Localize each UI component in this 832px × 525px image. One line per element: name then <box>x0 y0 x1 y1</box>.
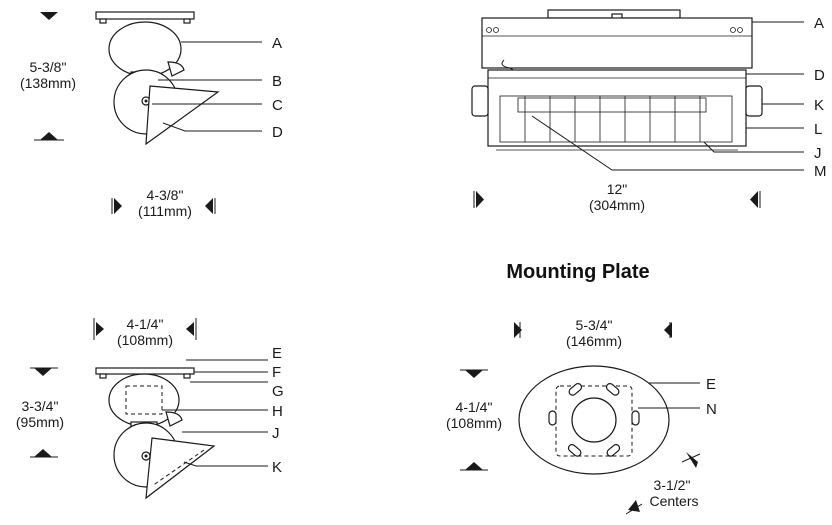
width-mm-label: (111mm) <box>138 203 192 219</box>
front-width-mm-label: (304mm) <box>589 197 645 213</box>
height-inches-label: 5-3/8" <box>30 59 67 75</box>
callout-j: J <box>272 425 280 442</box>
callout-m: M <box>814 163 827 180</box>
callout-f: F <box>272 364 281 381</box>
dim-arrow-bottom <box>40 132 58 140</box>
side-view-bottom: 4-1/4" (108mm) 3-3/4" (95mm) E F G H J <box>16 316 284 500</box>
centers-label: Centers <box>649 493 698 509</box>
callout-h: H <box>272 403 283 420</box>
centers-inches-label: 3-1/2" <box>654 477 691 493</box>
callout-a: A <box>814 15 824 32</box>
plate-width-inches-label: 5-3/4" <box>576 317 613 333</box>
callout-d: D <box>272 124 283 141</box>
plate-width-mm-label: (146mm) <box>566 333 622 349</box>
height-inches-label: 3-3/4" <box>22 398 59 414</box>
callout-e: E <box>272 345 282 362</box>
tray-wedge <box>145 85 220 146</box>
callout-l: L <box>814 121 822 138</box>
callout-k: K <box>272 459 282 476</box>
callout-e: E <box>706 376 716 393</box>
mounting-plate-title: Mounting Plate <box>506 261 649 283</box>
width-inches-label: 4-3/8" <box>147 187 184 203</box>
plate-height-inches-label: 4-1/4" <box>456 399 493 415</box>
callout-j: J <box>814 145 822 162</box>
callout-c: C <box>272 97 283 114</box>
callout-b: B <box>272 73 282 90</box>
plate-height-mm-label: (108mm) <box>446 415 502 431</box>
width-mm-label: (108mm) <box>117 332 173 348</box>
top-plate <box>95 11 195 20</box>
front-view: A D K L J M 12" (304mm) <box>471 9 827 213</box>
height-mm-label: (95mm) <box>16 414 64 430</box>
front-width-inches-label: 12" <box>607 181 628 197</box>
width-inches-label: 4-1/4" <box>127 316 164 332</box>
callout-a: A <box>272 35 282 52</box>
front-housing <box>481 17 753 69</box>
front-tray <box>487 69 747 147</box>
height-mm-label: (138mm) <box>20 75 76 91</box>
callout-d: D <box>814 67 825 84</box>
mounting-plate-view: Mounting Plate 5-3/4" (146mm) 4-1/4" (10… <box>446 261 717 515</box>
callout-n: N <box>706 401 717 418</box>
callout-g: G <box>272 383 284 400</box>
dim-arrow-top <box>40 12 58 20</box>
center-hole <box>571 397 617 443</box>
side-view-top: 5-3/8" (138mm) A B C D 4-3/8" (111mm) <box>20 11 283 219</box>
callout-k: K <box>814 97 824 114</box>
